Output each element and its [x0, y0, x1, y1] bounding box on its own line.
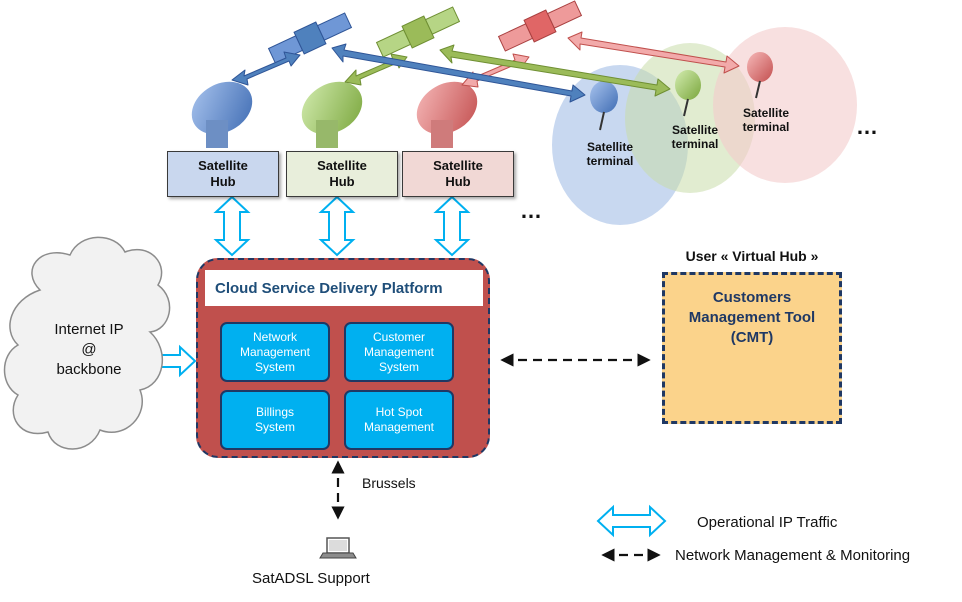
satellite-hub-box-1: Satellite Hub — [167, 151, 279, 197]
module-network-management: Network Management System — [220, 322, 330, 382]
support-label: SatADSL Support — [252, 570, 370, 587]
internet-cloud — [3, 236, 171, 450]
traffic-arrow-hub-3 — [433, 195, 471, 257]
module-billings: Billings System — [220, 390, 330, 450]
cmt-label: Customers Management Tool (CMT) — [688, 289, 816, 346]
terminal-dish-icon-red — [747, 52, 773, 99]
link-arrow-blue-terminal — [331, 43, 586, 103]
module-hot-spot-management: Hot Spot Management — [344, 390, 454, 450]
terminal-dish-icon-green — [675, 70, 701, 117]
hub-dish-icon-red — [416, 81, 478, 148]
link-arrow-red-terminal — [567, 31, 740, 74]
hub-dish-icon-green — [301, 81, 363, 148]
satellite-icon-blue — [267, 12, 353, 64]
satellite-icon-red — [497, 0, 583, 52]
internet-backbone-label: Internet IP @ backbone — [54, 321, 124, 378]
link-arrow-green-terminal — [439, 44, 671, 97]
satellite-hub-box-3: Satellite Hub — [402, 151, 514, 197]
cmt-box — [662, 272, 842, 424]
satellite-icon-green — [375, 6, 461, 58]
coverage-ellipse-red — [713, 27, 857, 183]
legend-label-traffic: Operational IP Traffic — [697, 514, 838, 531]
hub-dish-icon-blue — [191, 81, 253, 148]
satellite-terminal-label-2: Satellite terminal — [671, 123, 719, 151]
platform-title: Cloud Service Delivery Platform — [205, 270, 483, 306]
legend-label-management: Network Management & Monitoring — [675, 547, 911, 564]
satellite-terminal-label-3: Satellite terminal — [742, 106, 790, 134]
more-terminals-ellipsis: … — [856, 114, 879, 139]
laptop-icon-support — [319, 537, 357, 559]
traffic-arrow-hub-1 — [213, 195, 251, 257]
link-arrow-blue-hub — [231, 51, 301, 86]
virtual-hub-title: User « Virtual Hub » — [685, 248, 819, 264]
module-customer-management: Customer Management System — [344, 322, 454, 382]
terminal-dish-icon-blue — [590, 81, 618, 131]
more-hubs-ellipsis: … — [520, 198, 543, 223]
legend-traffic-arrow-icon — [596, 504, 667, 538]
satellite-terminal-label-1: Satellite terminal — [586, 140, 634, 168]
location-label: Brussels — [362, 475, 416, 491]
satellite-hub-box-2: Satellite Hub — [286, 151, 398, 197]
traffic-arrow-hub-2 — [318, 195, 356, 257]
